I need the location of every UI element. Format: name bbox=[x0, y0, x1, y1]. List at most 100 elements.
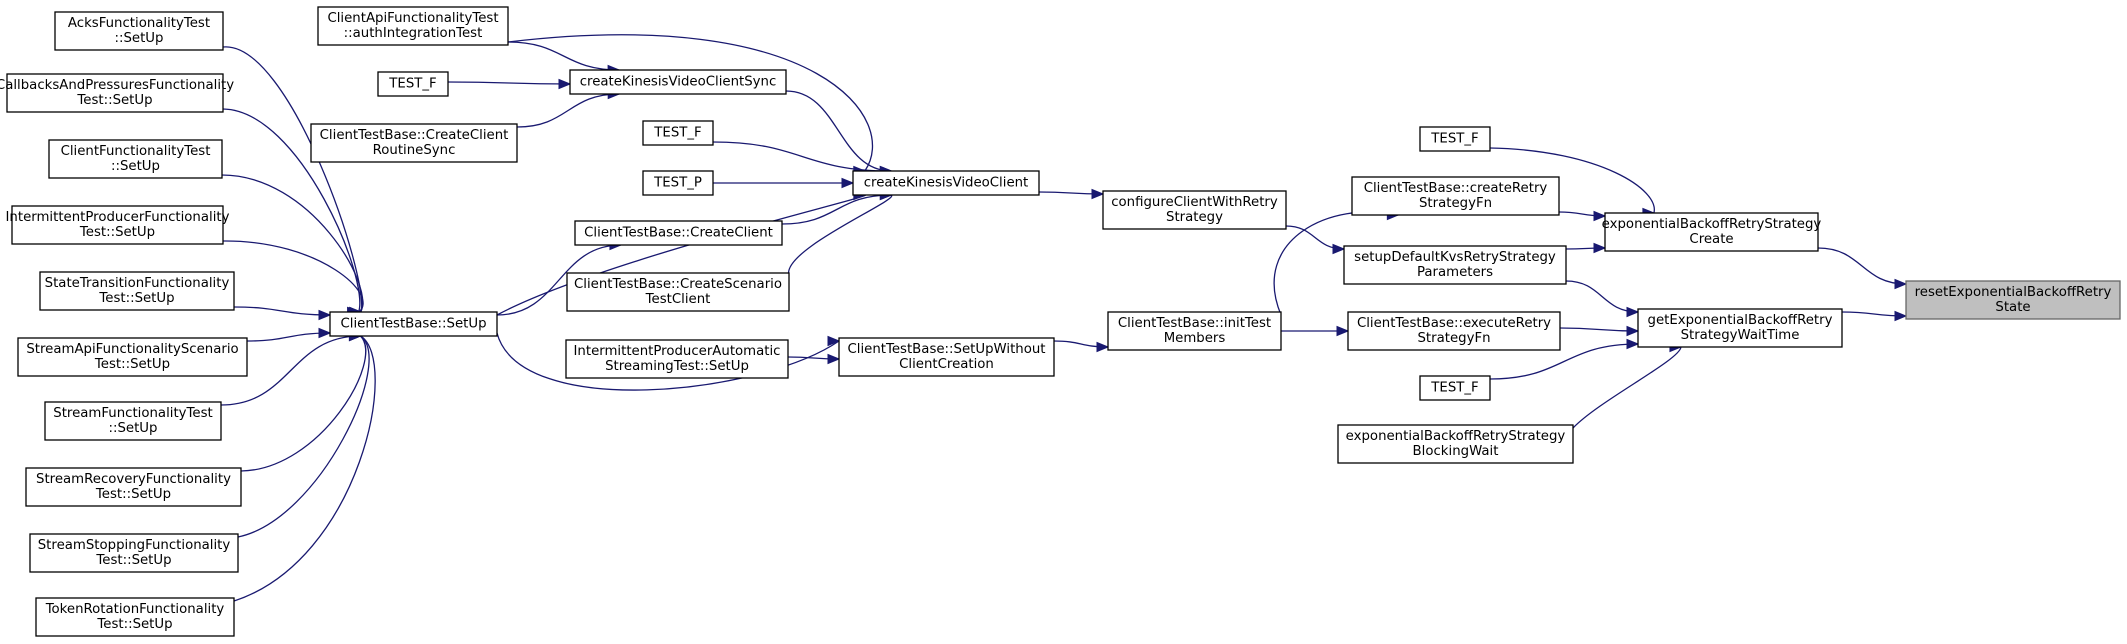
node-clientFunc[interactable]: ClientFunctionalityTest::SetUp bbox=[48, 139, 223, 179]
edge-line bbox=[222, 240, 364, 313]
node-clientApiAuth[interactable]: ClientApiFunctionalityTest::authIntegrat… bbox=[317, 6, 509, 46]
node-blockingWait[interactable]: exponentialBackoffRetryStrategyBlockingW… bbox=[1337, 424, 1574, 464]
node-label: Test::SetUp bbox=[98, 291, 174, 306]
arrowhead-icon bbox=[841, 177, 855, 189]
edge-intermittentAuto-to-setUpWithout bbox=[787, 353, 841, 365]
edge-line bbox=[237, 335, 370, 538]
node-box bbox=[329, 311, 498, 337]
node-box bbox=[44, 401, 222, 441]
node-box bbox=[642, 170, 714, 196]
edge-streamRecovery-to-ctbSetUp bbox=[240, 330, 367, 472]
node-label: ClientTestBase::CreateScenario bbox=[574, 277, 782, 292]
edge-expCreate-to-reset bbox=[1817, 247, 1908, 290]
edge-createRetry-to-expCreate bbox=[1558, 210, 1607, 222]
node-box bbox=[17, 337, 248, 377]
node-label: StrategyFn bbox=[1417, 331, 1490, 346]
node-label: Test::SetUp bbox=[95, 487, 171, 502]
edge-stateTrans-to-ctbSetUp bbox=[233, 306, 332, 321]
node-ctbCreateClient[interactable]: ClientTestBase::CreateClient bbox=[574, 220, 783, 246]
node-createKVC[interactable]: createKinesisVideoClient bbox=[852, 170, 1040, 196]
node-setUpWithout[interactable]: ClientTestBase::SetUpWithoutClientCreati… bbox=[838, 337, 1055, 377]
node-testf1[interactable]: TEST_F bbox=[1419, 126, 1491, 152]
node-label: ClientTestBase::CreateClient bbox=[320, 128, 509, 143]
node-label: RoutineSync bbox=[373, 143, 456, 158]
node-callbacks[interactable]: CallbacksAndPressuresFunctionalityTest::… bbox=[0, 73, 234, 113]
node-acks[interactable]: AcksFunctionalityTest::SetUp bbox=[54, 11, 224, 51]
edge-line bbox=[507, 34, 874, 172]
node-label: StrategyWaitTime bbox=[1681, 328, 1800, 343]
node-intermittentFunc[interactable]: IntermittentProducerFunctionalityTest::S… bbox=[6, 205, 230, 245]
node-box bbox=[11, 205, 224, 245]
node-label: TokenRotationFunctionality bbox=[45, 602, 225, 617]
node-createKVCSync[interactable]: createKinesisVideoClientSync bbox=[569, 69, 787, 95]
edge-line bbox=[781, 194, 892, 225]
node-ctbSetUp[interactable]: ClientTestBase::SetUp bbox=[329, 311, 498, 337]
edge-createKVCSync-to-createKVC bbox=[785, 90, 893, 177]
node-label: Test::SetUp bbox=[76, 93, 152, 108]
node-box bbox=[1343, 245, 1567, 285]
edge-clientFunc-to-ctbSetUp bbox=[221, 174, 364, 318]
node-label: StreamingTest::SetUp bbox=[605, 359, 749, 374]
edge-line bbox=[222, 46, 363, 313]
node-testp[interactable]: TEST_P bbox=[642, 170, 714, 196]
node-testf4[interactable]: TEST_F bbox=[377, 71, 449, 97]
node-label: Strategy bbox=[1166, 210, 1223, 225]
node-label: IntermittentProducerFunctionality bbox=[6, 210, 230, 225]
node-label: ::authIntegrationTest bbox=[344, 26, 483, 41]
edge-line bbox=[1489, 343, 1639, 380]
arrowhead-icon bbox=[1091, 188, 1105, 200]
arrowhead-icon bbox=[1593, 242, 1607, 254]
edge-line bbox=[507, 41, 620, 71]
node-label: State bbox=[1995, 300, 2030, 315]
arrowhead-icon bbox=[1332, 243, 1346, 255]
edge-executeRetry-to-getExpWait bbox=[1559, 325, 1640, 337]
node-label: exponentialBackoffRetryStrategy bbox=[1346, 429, 1566, 444]
node-box bbox=[565, 339, 789, 379]
edge-initTest-to-executeRetry bbox=[1281, 325, 1350, 337]
node-label: Test::SetUp bbox=[96, 617, 172, 632]
edge-line bbox=[712, 141, 892, 172]
node-label: ClientCreation bbox=[899, 357, 994, 372]
node-box bbox=[1419, 375, 1491, 401]
node-label: setupDefaultKvsRetryStrategy bbox=[1354, 250, 1556, 265]
edge-streamStopping-to-ctbSetUp bbox=[237, 330, 370, 538]
node-label: StrategyFn bbox=[1419, 196, 1492, 211]
node-box bbox=[1351, 176, 1560, 216]
node-getExpWait[interactable]: getExponentialBackoffRetryStrategyWaitTi… bbox=[1637, 308, 1843, 348]
edge-configure-to-setupDefault bbox=[1285, 225, 1346, 255]
edge-line bbox=[788, 194, 892, 277]
arrowhead-icon bbox=[318, 309, 332, 321]
arrowhead-icon bbox=[1626, 338, 1640, 350]
node-label: ClientTestBase::CreateClient bbox=[584, 226, 773, 241]
node-testf2[interactable]: TEST_F bbox=[1419, 375, 1491, 401]
node-label: BlockingWait bbox=[1413, 444, 1499, 459]
node-box bbox=[852, 170, 1040, 196]
node-streamApi[interactable]: StreamApiFunctionalityScenarioTest::SetU… bbox=[17, 337, 248, 377]
edge-line bbox=[233, 335, 376, 602]
node-box bbox=[566, 272, 790, 312]
node-box bbox=[25, 467, 242, 507]
node-box bbox=[1107, 311, 1282, 351]
node-label: exponentialBackoffRetryStrategy bbox=[1602, 217, 1822, 232]
edge-line bbox=[233, 306, 331, 316]
edge-line bbox=[246, 332, 331, 342]
edge-line bbox=[496, 244, 621, 316]
node-label: TEST_F bbox=[653, 126, 701, 141]
node-intermittentAuto[interactable]: IntermittentProducerAutomaticStreamingTe… bbox=[565, 339, 789, 379]
node-testf3[interactable]: TEST_F bbox=[642, 120, 714, 146]
node-streamFunc[interactable]: StreamFunctionalityTest::SetUp bbox=[44, 401, 222, 441]
